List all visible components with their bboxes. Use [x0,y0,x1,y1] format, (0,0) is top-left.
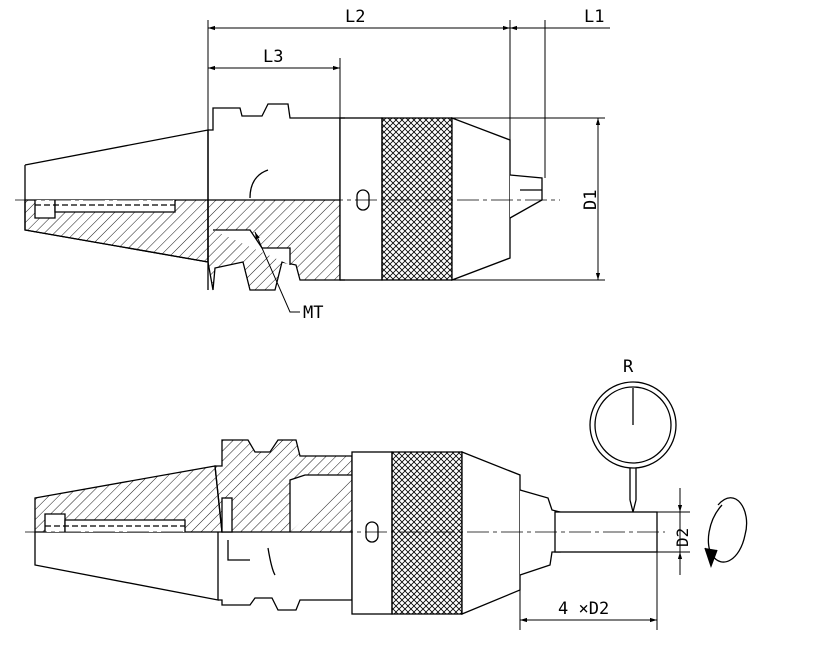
bottom-knurl-sleeve [391,451,463,615]
label-4xd2: 4 ×D2 [558,599,609,619]
label-l1: L1 [584,7,604,27]
label-d1: D1 [581,190,601,210]
bottom-view [25,439,665,615]
rotation-arrow-icon [704,497,748,568]
bottom-dimensions [519,488,690,630]
bottom-taper-outline [34,532,219,601]
bottom-chuck-nose [461,451,521,615]
label-r: R [623,357,634,377]
top-dimensions [207,20,610,313]
top-view [15,103,560,291]
label-l2: L2 [345,7,365,27]
top-chuck-nose [451,117,511,281]
label-l3: L3 [263,47,283,67]
bottom-flange-outline [218,532,353,611]
top-flange-outline [208,103,341,200]
dial-indicator [589,381,677,513]
top-knurl-sleeve [381,117,453,281]
label-mt: MT [303,303,323,323]
label-d2: D2 [673,528,692,547]
